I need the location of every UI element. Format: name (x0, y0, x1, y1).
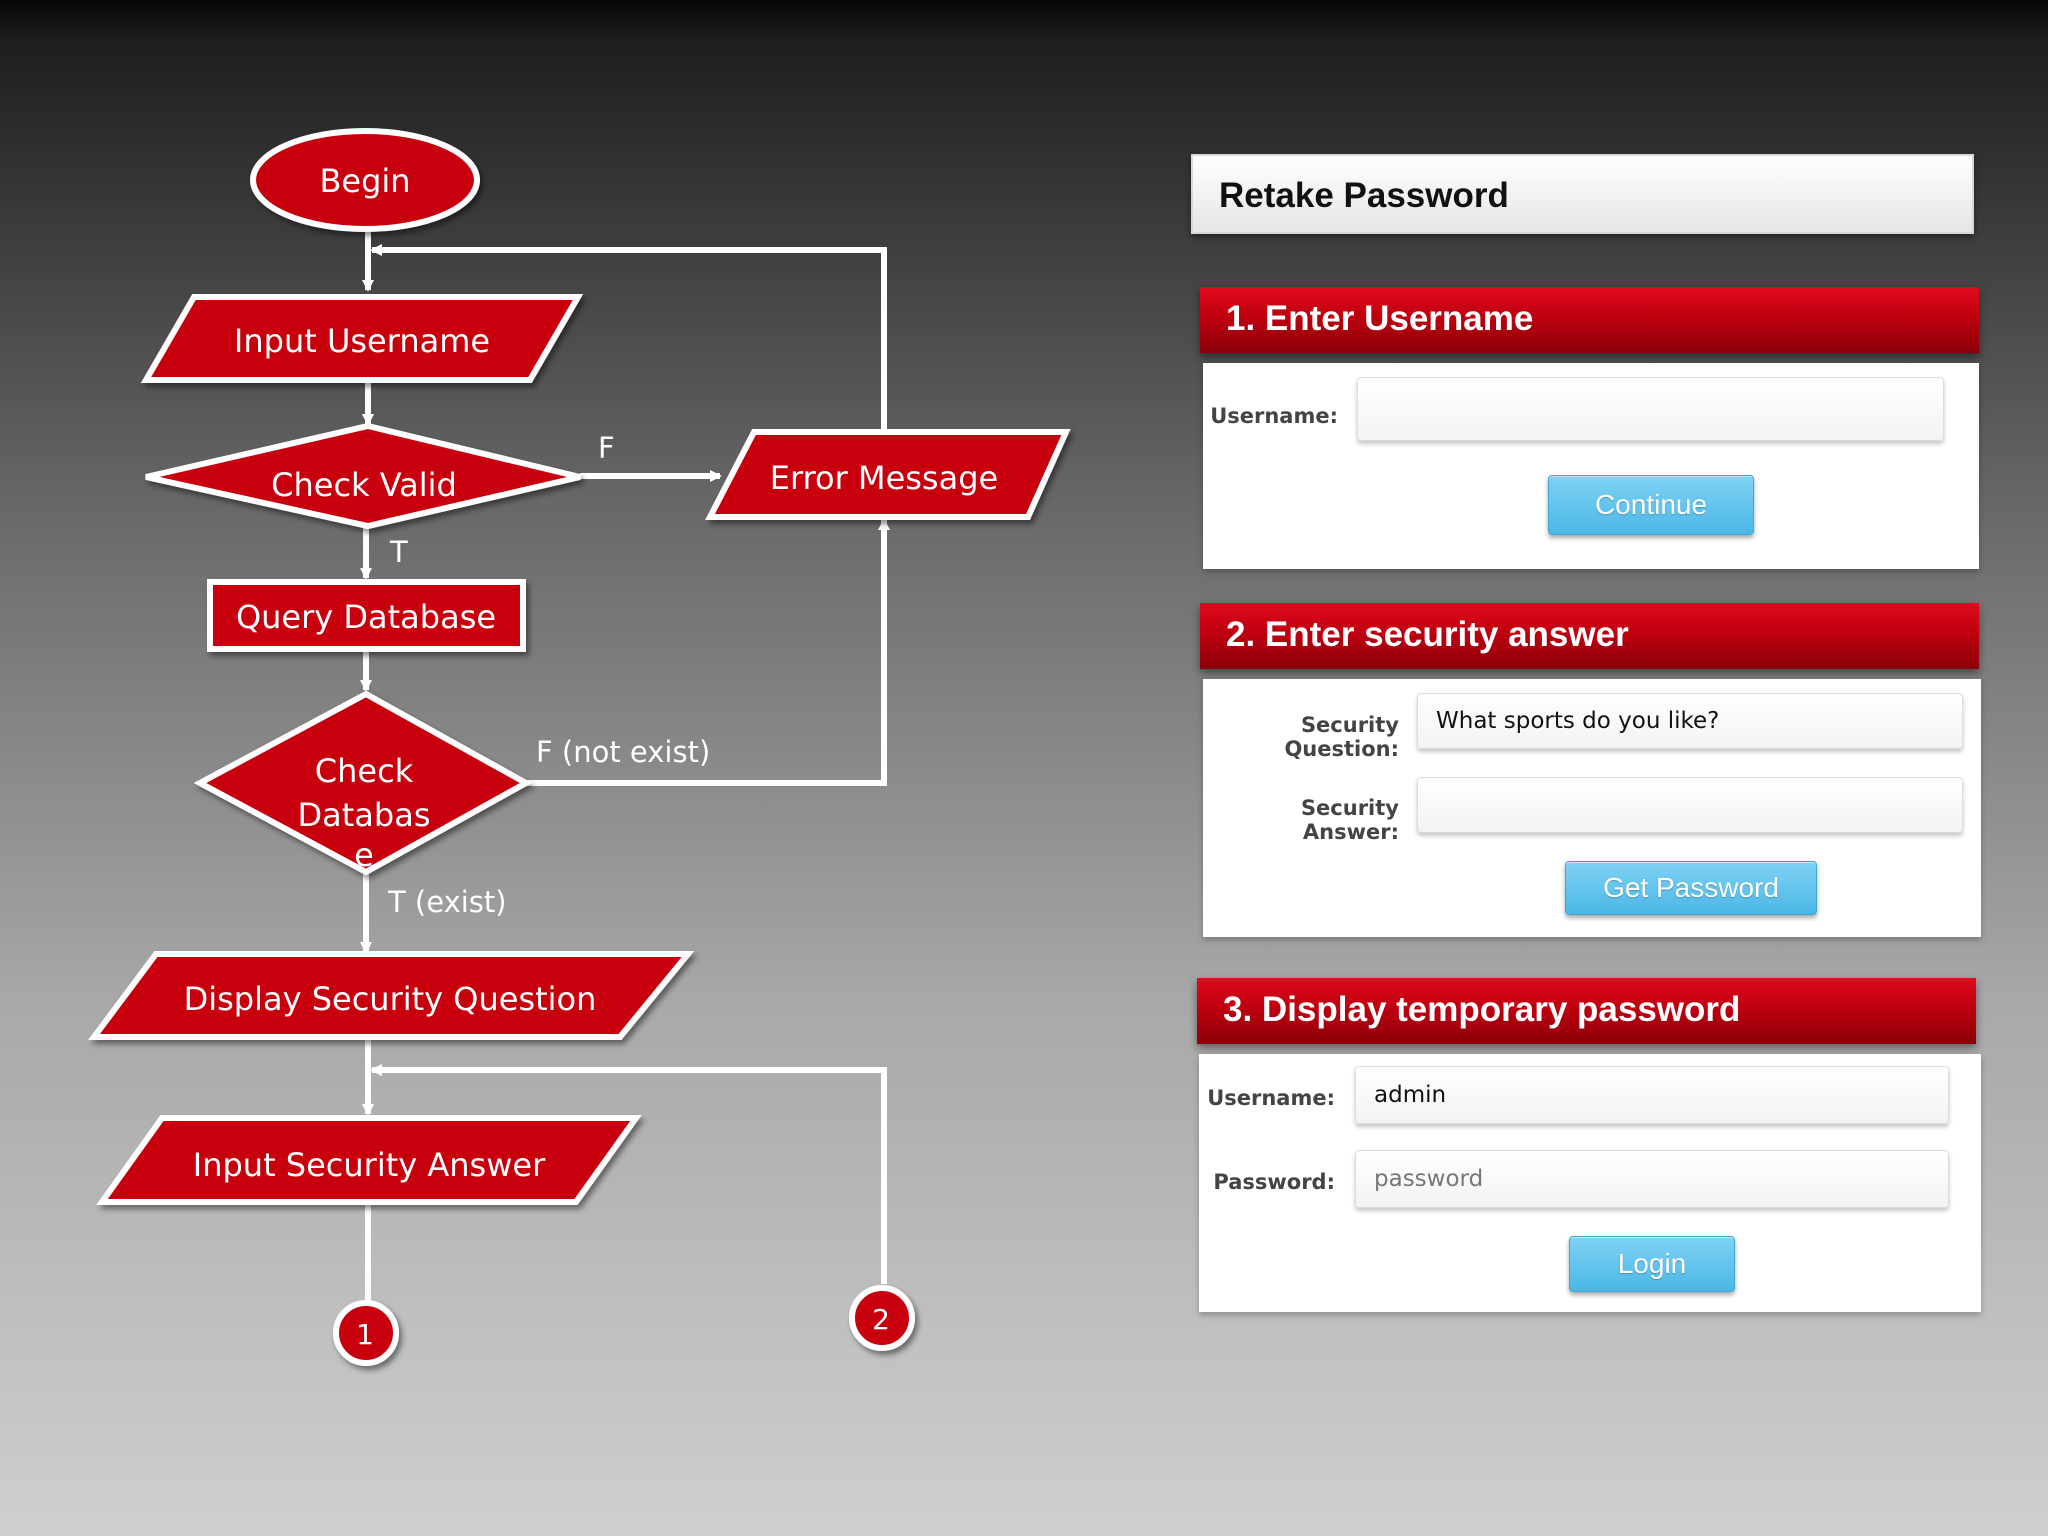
edge-label-check-valid-true: T (389, 535, 408, 569)
step3-password-field: password (1355, 1150, 1949, 1208)
check-database-node: Check Databas e (193, 690, 533, 876)
flowchart: Begin Input Username Check Valid Error M… (88, 128, 1071, 1366)
query-database-node: Query Database (207, 579, 526, 652)
connector-2: 2 (849, 1285, 915, 1351)
step3-username-field: admin (1355, 1066, 1949, 1124)
step3-username-label: Username: (1207, 1086, 1335, 1110)
check-valid-label: Check Valid (271, 466, 457, 504)
step1-username-input[interactable] (1357, 377, 1944, 441)
check-database-label-line2: Databas (298, 796, 431, 834)
get-password-button[interactable]: Get Password (1565, 861, 1817, 915)
step2-header-label: 2. Enter security answer (1226, 615, 1629, 654)
display-security-question-label: Display Security Question (184, 980, 597, 1018)
input-username-label: Input Username (234, 322, 490, 360)
step3-body: Username: admin Password: password Login (1199, 1054, 1981, 1312)
continue-button[interactable]: Continue (1548, 475, 1754, 535)
step2-header: 2. Enter security answer (1200, 603, 1979, 669)
step1-header-label: 1. Enter Username (1226, 299, 1534, 338)
edge-error-loop-back (370, 244, 887, 432)
edge-label-check-valid-false: F (598, 431, 615, 465)
retake-password-title-bar: Retake Password (1191, 154, 1974, 234)
step3-header-label: 3. Display temporary password (1223, 990, 1741, 1029)
input-security-answer-label: Input Security Answer (193, 1146, 546, 1184)
check-valid-node: Check Valid (145, 422, 581, 530)
step1-username-label: Username: (1210, 404, 1338, 428)
input-security-answer-node: Input Security Answer (96, 1115, 642, 1205)
security-question-label: Security Question: (1284, 713, 1399, 761)
display-security-question-node: Display Security Question (88, 951, 695, 1040)
edge-check-db-not-exist (526, 518, 890, 786)
begin-node: Begin (250, 128, 480, 232)
step1-header: 1. Enter Username (1200, 287, 1979, 353)
page-title: Retake Password (1219, 176, 1509, 215)
error-message-label: Error Message (770, 459, 998, 497)
check-database-label-line3: e (354, 836, 374, 874)
step3-header: 3. Display temporary password (1197, 978, 1976, 1044)
input-username-node: Input Username (140, 294, 584, 383)
edge-label-check-db-false: F (not exist) (536, 735, 710, 769)
step3-password-label: Password: (1213, 1170, 1335, 1194)
security-answer-input[interactable] (1417, 777, 1963, 833)
step1-body: Username: Continue (1203, 363, 1979, 569)
edge-label-check-db-true: T (exist) (387, 885, 507, 919)
edge-connector2-loop-back (370, 1064, 887, 1284)
connector-2-label: 2 (872, 1303, 890, 1336)
step2-body: Security Question: What sports do you li… (1203, 679, 1981, 937)
login-button[interactable]: Login (1569, 1236, 1735, 1292)
query-database-label: Query Database (236, 598, 496, 636)
security-answer-label: Security Answer: (1300, 796, 1399, 844)
connector-1-label: 1 (356, 1318, 374, 1351)
connector-1: 1 (333, 1300, 399, 1366)
flow-edges (360, 232, 890, 1306)
security-question-field: What sports do you like? (1417, 693, 1963, 749)
begin-label: Begin (319, 162, 410, 200)
error-message-node: Error Message (705, 429, 1071, 520)
check-database-label-line1: Check (315, 752, 414, 790)
